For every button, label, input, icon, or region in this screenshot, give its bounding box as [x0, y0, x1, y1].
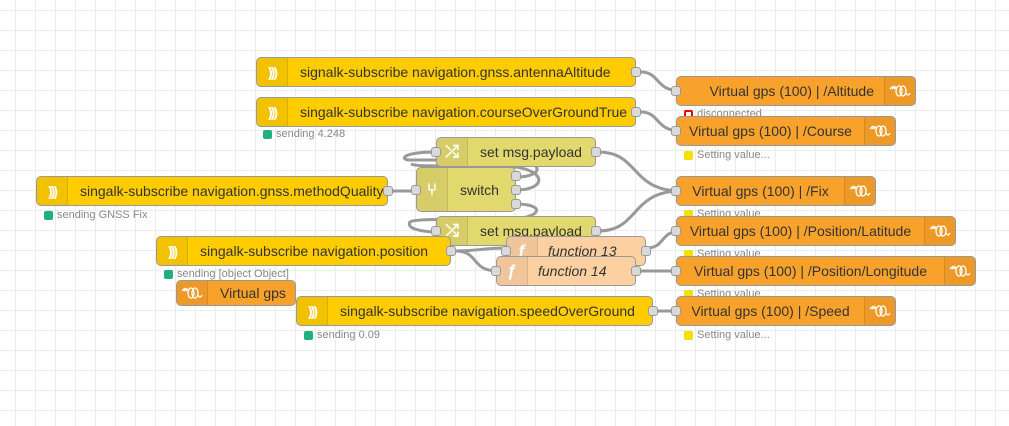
function-icon: ƒ: [497, 257, 528, 285]
node-label: singalk-subscribe navigation.position: [200, 243, 429, 259]
status-text: sending 4.248: [276, 128, 346, 140]
signalk-subscribe-altitude-node[interactable]: ))) signalk-subscribe navigation.gnss.an…: [256, 57, 641, 87]
node-label: set msg.payload: [480, 144, 582, 160]
node-label: function 14: [538, 263, 607, 279]
status-dot-icon: [684, 289, 693, 299]
node-label: singalk-subscribe navigation.gnss.method…: [80, 183, 384, 199]
input-port[interactable]: [431, 226, 441, 236]
input-port[interactable]: [501, 246, 511, 256]
node-status: Setting value...: [684, 329, 770, 341]
victron-icon: [864, 117, 895, 145]
input-port[interactable]: [671, 86, 681, 96]
node-status: sending 0.09: [304, 329, 380, 341]
victron-icon: [944, 257, 975, 285]
status-dot-icon: [164, 269, 173, 279]
node-label: singalk-subscribe navigation.courseOverG…: [300, 104, 628, 120]
input-port[interactable]: [411, 185, 421, 195]
output-port[interactable]: [591, 226, 601, 236]
status-text: sending 0.09: [317, 329, 380, 341]
victron-output-fix-node[interactable]: Virtual gps (100) | /Fix: [671, 176, 876, 206]
output-port[interactable]: [648, 306, 658, 316]
shuffle-icon: ⤮: [437, 217, 468, 245]
output-port[interactable]: [631, 266, 641, 276]
switch-branch-icon: ⑂: [417, 168, 448, 211]
output-port-3[interactable]: [511, 199, 521, 209]
input-port[interactable]: [431, 147, 441, 157]
output-port[interactable]: [631, 67, 641, 77]
wire[interactable]: [597, 150, 682, 193]
output-port-1[interactable]: [511, 171, 521, 181]
node-label: Virtual gps (100) | /Course: [689, 123, 852, 139]
function-node-14[interactable]: ƒ function 14: [491, 256, 641, 286]
victron-icon: [844, 177, 875, 205]
victron-icon: [864, 297, 895, 325]
node-label: Virtual gps (100) | /Altitude: [709, 83, 874, 99]
switch-node[interactable]: ⑂ switch: [411, 167, 521, 212]
node-label: set msg.payload: [480, 223, 582, 239]
signal-waves-icon: ))): [257, 58, 288, 86]
status-text: sending GNSS Fix: [57, 209, 148, 221]
signalk-subscribe-course-node[interactable]: ))) singalk-subscribe navigation.courseO…: [256, 97, 641, 127]
input-port[interactable]: [671, 186, 681, 196]
signal-waves-icon: ))): [257, 98, 288, 126]
output-port[interactable]: [591, 147, 601, 157]
output-port[interactable]: [631, 107, 641, 117]
node-label: switch: [460, 181, 499, 198]
shuffle-icon: ⤮: [437, 138, 468, 166]
node-label: Virtual gps: [220, 285, 286, 301]
status-text: Setting value...: [697, 329, 770, 341]
signal-waves-icon: ))): [157, 237, 188, 265]
node-label: function 13: [548, 243, 617, 259]
virtual-gps-config-node[interactable]: Virtual gps: [176, 280, 296, 306]
status-dot-icon: [684, 209, 693, 219]
status-dot-icon: [263, 129, 272, 139]
status-text: sending [object Object]: [177, 268, 289, 280]
victron-icon: [924, 217, 955, 245]
victron-output-speed-node[interactable]: Virtual gps (100) | /Speed: [671, 296, 896, 326]
node-label: singalk-subscribe navigation.speedOverGr…: [340, 303, 635, 319]
output-port[interactable]: [641, 246, 651, 256]
signalk-subscribe-position-node[interactable]: ))) singalk-subscribe navigation.positio…: [156, 236, 456, 266]
node-label: Virtual gps (100) | /Fix: [692, 183, 829, 199]
status-dot-icon: [684, 150, 693, 160]
status-dot-icon: [304, 330, 313, 340]
signalk-subscribe-speed-node[interactable]: ))) singalk-subscribe navigation.speedOv…: [296, 296, 658, 326]
signalk-subscribe-method-node[interactable]: ))) singalk-subscribe navigation.gnss.me…: [36, 176, 393, 206]
output-port-2[interactable]: [511, 185, 521, 195]
node-status: sending GNSS Fix: [44, 209, 147, 221]
input-port[interactable]: [671, 226, 681, 236]
node-label: Virtual gps (100) | /Position/Longitude: [694, 263, 927, 279]
status-dot-icon: [44, 210, 53, 220]
victron-output-altitude-node[interactable]: Virtual gps (100) | /Altitude: [671, 76, 916, 106]
node-status: sending [object Object]: [164, 268, 289, 280]
status-dot-icon: [684, 249, 693, 259]
input-port[interactable]: [491, 266, 501, 276]
node-status: Setting value...: [684, 149, 770, 161]
node-label: Virtual gps (100) | /Position/Latitude: [689, 223, 912, 239]
victron-output-course-node[interactable]: Virtual gps (100) | /Course: [671, 116, 896, 146]
status-text: Setting value...: [697, 149, 770, 161]
wire[interactable]: [597, 189, 682, 233]
change-node-set-payload-1[interactable]: ⤮ set msg.payload: [431, 137, 601, 167]
node-label: signalk-subscribe navigation.gnss.antenn…: [300, 64, 611, 80]
input-port[interactable]: [671, 126, 681, 136]
victron-output-latitude-node[interactable]: Virtual gps (100) | /Position/Latitude: [671, 216, 956, 246]
victron-icon: [177, 281, 208, 305]
input-port[interactable]: [671, 266, 681, 276]
node-label: Virtual gps (100) | /Speed: [691, 303, 850, 319]
node-status: sending 4.248: [263, 128, 345, 140]
signal-waves-icon: ))): [37, 177, 68, 205]
signal-waves-icon: ))): [297, 297, 328, 325]
output-port[interactable]: [446, 246, 456, 256]
status-dot-icon: [684, 330, 693, 340]
output-port[interactable]: [383, 186, 393, 196]
input-port[interactable]: [671, 306, 681, 316]
victron-output-longitude-node[interactable]: Virtual gps (100) | /Position/Longitude: [671, 256, 976, 286]
victron-icon: [884, 77, 915, 105]
